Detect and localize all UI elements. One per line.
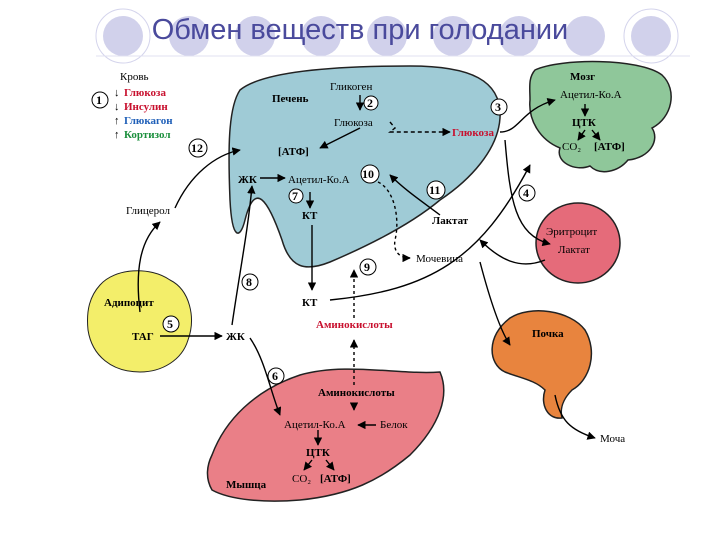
adipocyte-label: Адипоцит [104,297,154,309]
step-4: 4 [523,186,529,200]
legend-glucagon-arrow: ↑ [114,115,120,127]
acetylcoa-muscle-label: Ацетил-Ко.А [284,419,346,431]
kt-blood-label: КТ [302,297,318,309]
legend-glucose: Глюкоза [124,87,166,99]
legend-cortisol-arrow: ↑ [114,129,120,141]
brain-shape [528,60,672,173]
erythrocyte-shape [535,202,621,284]
muscle-label: Мышца [226,479,267,491]
kidney-label: Почка [532,328,564,340]
glucose-blood-label: Глюкоза [452,127,494,139]
kt-liver-label: КТ [302,210,318,222]
step-11: 11 [429,183,440,197]
liver-label: Печень [272,93,309,105]
glycerol-label: Глицерол [126,205,171,217]
tca-muscle-label: ЦТК [306,447,330,459]
tag-label: ТАГ [132,331,154,343]
brain-label: Мозг [570,71,595,83]
legend-number: 1 [96,93,102,107]
glucose-liver-label: Глюкоза [334,117,373,129]
erythrocyte-label: Эритроцит [546,226,597,238]
urine-label: Моча [600,433,625,445]
step-10: 10 [362,167,374,181]
co2-muscle-label: CO₂ [292,473,311,485]
atp-muscle-label: [АТФ] [320,473,351,485]
legend-insulin-arrow: ↓ [114,101,120,113]
fa-liver-label: ЖК [238,174,257,186]
step-5: 5 [167,317,173,331]
co2-brain-label: CO₂ [562,141,581,153]
step-9: 9 [364,260,370,274]
lactate-label: Лактат [432,215,469,227]
legend-cortisol: Кортизол [124,129,171,141]
amino-muscle-label: Аминокислоты [318,387,395,399]
adipocyte-shape [87,270,192,373]
lactate-ery-label: Лактат [558,244,590,256]
amino-blood-label: Аминокислоты [316,319,393,331]
legend-insulin: Инсулин [124,101,168,113]
urea-label: Мочевина [416,253,463,265]
legend-header: Кровь [120,71,149,83]
fa-blood-label: ЖК [226,331,245,343]
atp-liver-label: [АТФ] [278,146,309,158]
kidney-shape [491,310,593,419]
step-2: 2 [367,96,373,110]
step-12: 12 [191,141,203,155]
glycogen-label: Гликоген [330,81,372,93]
atp-brain-label: [АТФ] [594,141,625,153]
acetylcoa-brain-label: Ацетил-Ко.А [560,89,622,101]
step-6: 6 [272,369,278,383]
tca-brain-label: ЦТК [572,117,596,129]
legend-glucagon: Глюкагон [124,115,173,127]
step-8: 8 [246,275,252,289]
legend-glucose-arrow: ↓ [114,87,120,99]
protein-label: Белок [380,419,408,431]
slide-title: Обмен веществ при голодании [151,14,569,46]
step-3: 3 [495,100,501,114]
muscle-shape [206,368,445,502]
acetylcoa-liver-label: Ацетил-Ко.А [288,174,350,186]
step-7: 7 [292,189,298,203]
